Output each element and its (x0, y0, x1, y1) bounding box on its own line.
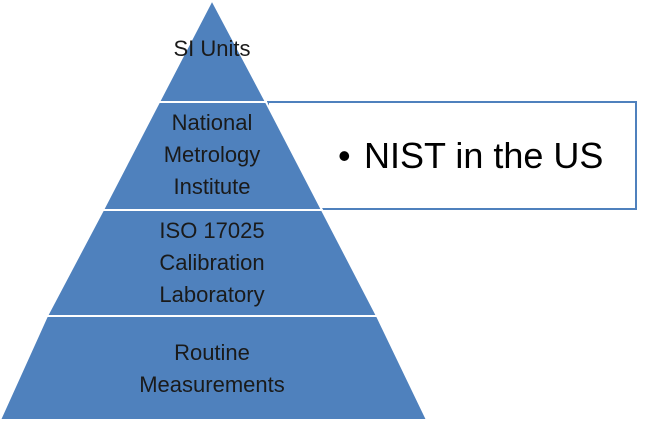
tier-label-si-units: SI Units (173, 36, 250, 61)
callout-bullet: • (338, 135, 351, 176)
tier-label-iso-line3: Laboratory (159, 282, 264, 307)
pyramid-tier-base (0, 315, 429, 421)
tier-label-national-line3: Institute (173, 174, 250, 199)
tier-label-national-line1: National (172, 110, 253, 135)
tier-label-routine-line2: Measurements (139, 372, 285, 397)
tier-label-iso-line1: ISO 17025 (159, 218, 264, 243)
callout-label: NIST in the US (364, 135, 603, 176)
tier-label-national-line2: Metrology (164, 142, 261, 167)
tier-label-routine-line1: Routine (174, 340, 250, 365)
callout-box (267, 101, 637, 210)
tier-label-iso-line2: Calibration (159, 250, 264, 275)
